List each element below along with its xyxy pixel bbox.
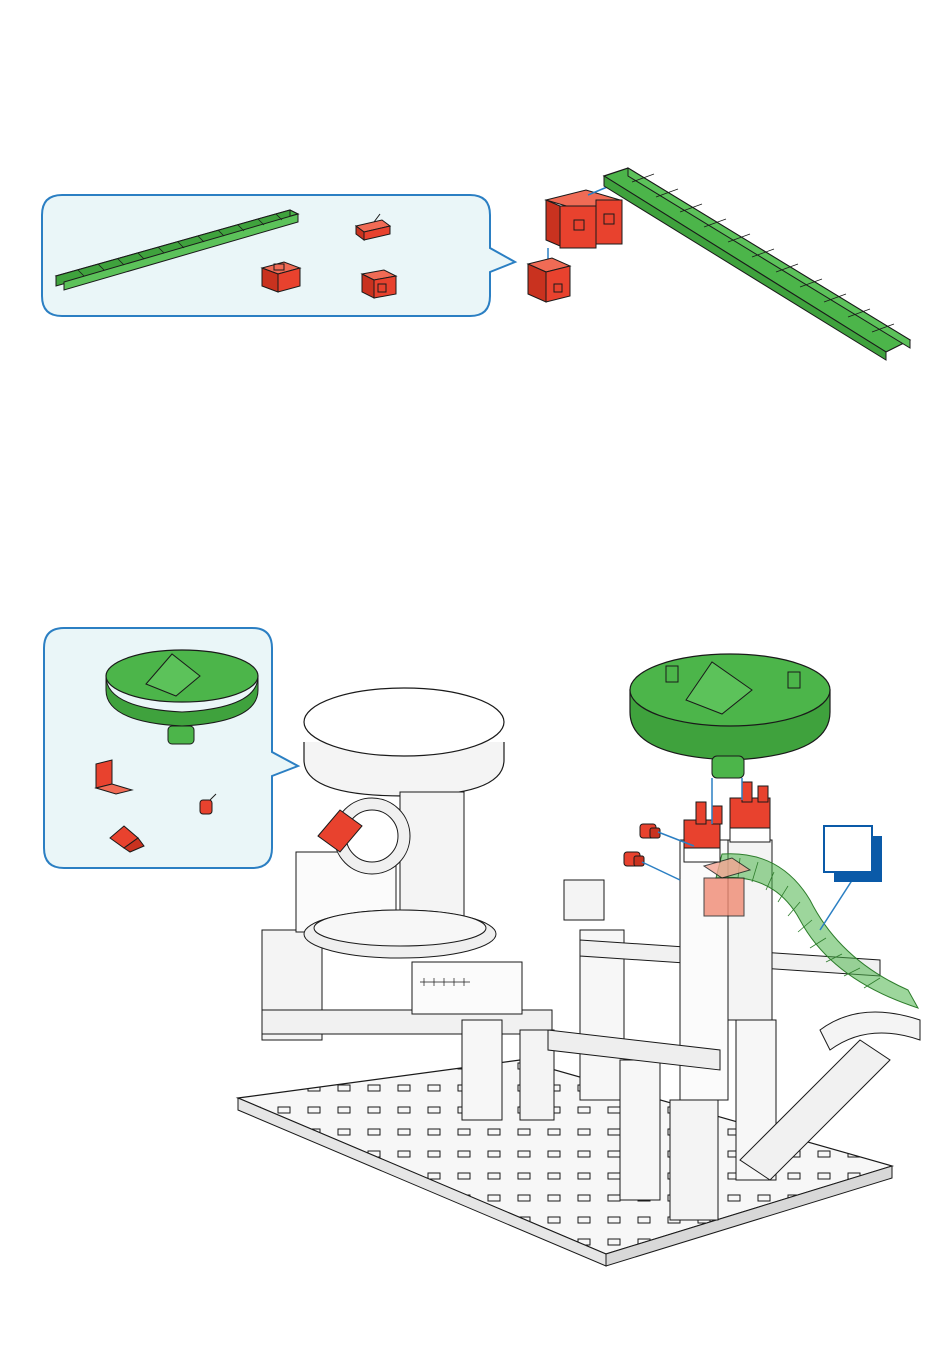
red-block-lower	[528, 258, 570, 302]
white-turntable-ghost	[304, 688, 504, 796]
step-indicator-box	[824, 826, 882, 882]
step-2	[44, 628, 920, 1266]
red-ghost-block	[704, 858, 750, 916]
red-building-block-15-part	[362, 270, 396, 298]
step-1	[42, 168, 910, 360]
green-turntable-assembly	[630, 654, 830, 778]
green-rail-long	[604, 168, 910, 360]
base-plate	[238, 1060, 892, 1266]
red-block-stack	[546, 190, 622, 248]
red-clip-pair	[624, 824, 660, 866]
red-building-block-30-part	[262, 262, 300, 292]
